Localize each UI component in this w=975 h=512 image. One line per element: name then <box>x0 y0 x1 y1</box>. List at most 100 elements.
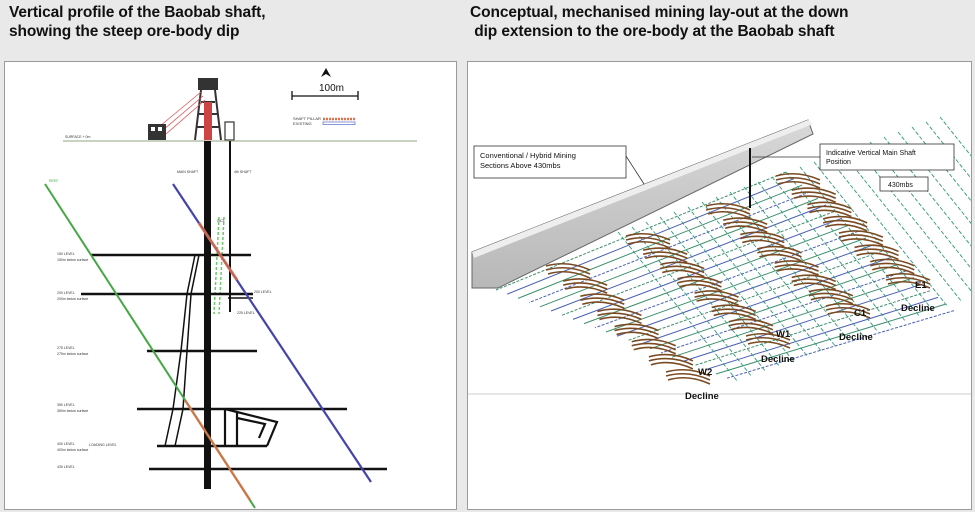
level-label: 275 LEVEL <box>57 346 75 350</box>
crosscut-line <box>827 156 949 308</box>
stope-fan <box>838 230 884 246</box>
stope-fan <box>705 202 751 219</box>
drive-line <box>660 270 907 354</box>
crosscut-line <box>841 151 963 303</box>
level-label: 200 LEVEL <box>57 291 75 295</box>
crosscut-line <box>855 146 971 292</box>
scale-label: 100m <box>319 83 344 94</box>
crosscut-line <box>771 176 893 328</box>
stope-fan <box>885 272 931 289</box>
crosscut-line <box>785 171 907 323</box>
loading-level-label: LOADING LEVEL <box>89 443 117 447</box>
shaft-pillar-blue-segment <box>197 222 239 281</box>
drive-line <box>539 197 819 308</box>
level-label: 350 LEVEL <box>57 403 75 407</box>
crosscut-line <box>729 191 851 343</box>
crosscut-line <box>617 231 739 383</box>
vertical-profile-panel: 100m SHAFT PILLAR EXISTING SURFACE + 0m … <box>4 61 457 510</box>
stope-fan <box>757 245 802 262</box>
stope-fan <box>562 278 608 294</box>
stope-fan <box>648 353 694 370</box>
drive-line <box>671 277 915 358</box>
stope-fan <box>665 368 711 385</box>
stope-fan <box>822 215 868 232</box>
side-level-225-label: 225 LEVEL <box>237 311 255 315</box>
headframe-icon <box>194 78 222 141</box>
mining-grid <box>495 116 971 385</box>
drive-line <box>517 184 803 299</box>
svg-text:INCL: INCL <box>217 219 225 223</box>
stope-fan <box>545 262 591 279</box>
drive-line <box>693 290 931 367</box>
level-label: 430 LEVEL <box>57 465 75 469</box>
side-level-200-label: 200 LEVEL <box>254 290 272 294</box>
crosscut-line <box>687 206 809 358</box>
drive-line <box>682 283 923 362</box>
decline-label-e1: Decline <box>901 303 935 314</box>
stope-fan <box>740 231 785 248</box>
dashed-incline: INCL <box>213 216 225 315</box>
upper-section-top <box>472 120 813 258</box>
stope-fan <box>677 275 722 292</box>
decline-label-w1: Decline <box>761 354 795 365</box>
crosscut-line <box>757 181 879 333</box>
stope-fan <box>614 323 659 340</box>
callout-right-text-line2: Position <box>826 159 851 166</box>
reef-label: REEF <box>49 179 58 183</box>
main-shaft-label: MAIN SHAFT <box>177 170 199 174</box>
decline-labels: E1 Decline C1 Decline W1 Decline W2 Decl… <box>685 280 935 402</box>
winzes <box>164 254 200 447</box>
right-heading-line1: Conceptual, mechanised mining lay-out at… <box>470 4 849 21</box>
stope-fan <box>808 288 854 305</box>
legend-item: EXISTING <box>293 121 312 126</box>
stope-fan <box>825 302 871 319</box>
right-heading-line2: dip extension to the ore-body at the Bao… <box>470 23 835 40</box>
drive-line <box>506 178 795 295</box>
level-sublabel: 150m below surface <box>57 258 88 262</box>
drive-line <box>583 224 851 325</box>
callout-right-text: Indicative Vertical Main Shaft <box>826 150 916 157</box>
drive-line <box>726 310 955 379</box>
stope-fan <box>870 258 915 275</box>
level-labels: 150 LEVEL 150m below surface 200 LEVEL 2… <box>57 252 117 469</box>
stope-fan <box>745 332 791 349</box>
callout-left: Conventional / Hybrid Mining Sections Ab… <box>473 145 645 185</box>
stope-fan <box>854 244 899 261</box>
level-sublabel: 275m below surface <box>57 352 88 356</box>
scale-bar: 100m <box>291 68 359 100</box>
decline-label-c1: Decline <box>839 332 873 343</box>
callout-right: Indicative Vertical Main Shaft 430mbs Po… <box>752 143 955 192</box>
mining-layout-panel: Conventional / Hybrid Mining Sections Ab… <box>467 61 972 510</box>
crosscut-line <box>673 211 795 363</box>
decline-code-e1: E1 <box>915 280 927 291</box>
stope-fan <box>580 293 625 310</box>
callout-left-text: Conventional / Hybrid Mining <box>480 151 576 160</box>
loading-structure <box>223 407 279 447</box>
left-heading-line1: Vertical profile of the Baobab shaft, <box>9 4 266 21</box>
drive-line <box>561 211 835 316</box>
stope-fan <box>631 338 677 355</box>
main-shaft <box>204 141 211 489</box>
stope-fan <box>597 308 642 325</box>
stope-fan <box>642 247 688 264</box>
right-heading: Conceptual, mechanised mining lay-out at… <box>470 3 848 41</box>
crosscut-line <box>939 116 971 157</box>
headframe-cables <box>159 91 206 135</box>
winder-house-icon <box>148 124 166 140</box>
stope-fan <box>774 260 819 276</box>
decline-label-w2: Decline <box>685 391 719 402</box>
level-sublabel: 350m below surface <box>57 409 88 413</box>
drive-line <box>715 303 947 375</box>
drive-line <box>704 296 939 371</box>
left-heading-line2: showing the steep ore-body dip <box>9 23 240 40</box>
stope-fan <box>722 217 768 234</box>
drive-line <box>649 263 899 350</box>
level-sublabel: 400m below surface <box>57 448 88 452</box>
stope-fan <box>660 261 705 278</box>
drive-line <box>616 244 875 337</box>
level-sublabel: 200m below surface <box>57 297 88 301</box>
stope-fan <box>711 304 757 321</box>
level-label: 150 LEVEL <box>57 252 75 256</box>
drive-line <box>605 237 867 333</box>
crosscut-line <box>799 166 921 318</box>
